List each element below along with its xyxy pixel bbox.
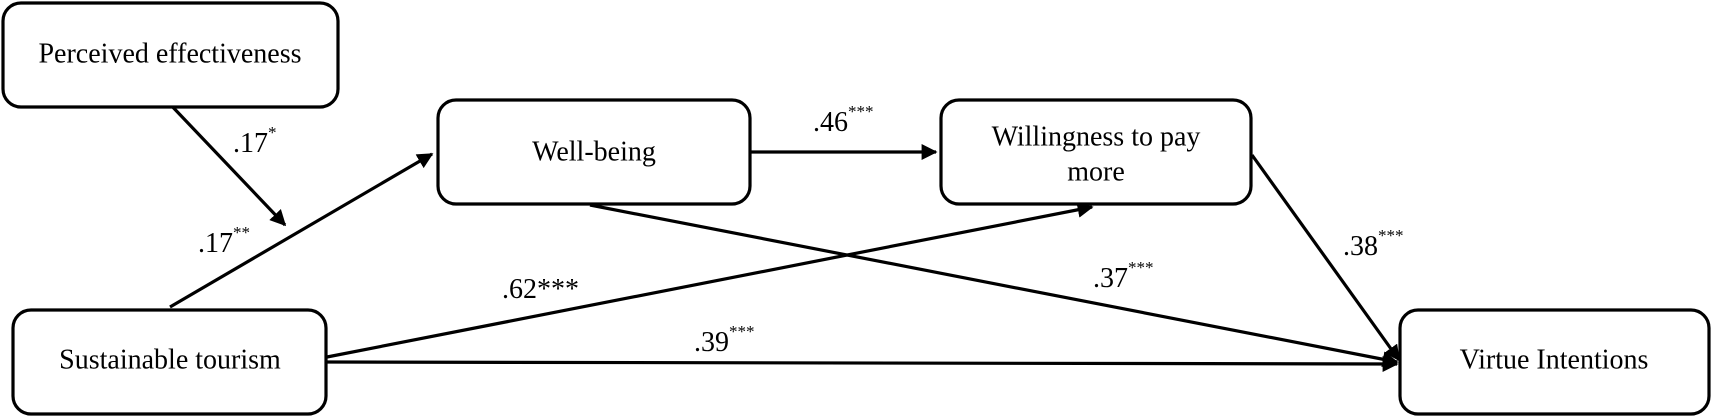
edge-sustainable-tourism-to-well-being xyxy=(169,152,434,309)
coef-well-being-to-willingness: .46*** xyxy=(813,102,874,138)
edge-perceived-effectiveness-to-path xyxy=(165,99,287,227)
node-well-being: Well-being xyxy=(436,98,752,206)
node-willingness-to-pay-more: Willingness to pay more xyxy=(939,98,1253,206)
node-perceived-effectiveness: Perceived effectiveness xyxy=(1,1,340,109)
node-virtue-intentions: Virtue Intentions xyxy=(1398,308,1711,416)
edge-willingness-to-virtue-intentions xyxy=(1250,154,1401,362)
edge-sustainable-tourism-to-willingness xyxy=(326,201,1094,359)
node-label: Virtue Intentions xyxy=(1460,344,1649,375)
node-label: Perceived effectiveness xyxy=(38,38,301,69)
coef-well-being-to-virtue-intentions: .37*** xyxy=(1093,258,1154,294)
coef-sustainable-tourism-to-virtue-intentions: .39*** xyxy=(694,322,755,358)
edge-sustainable-tourism-to-virtue-intentions xyxy=(326,355,1399,372)
node-sustainable-tourism: Sustainable tourism xyxy=(11,308,328,416)
node-label-line1: Willingness to pay xyxy=(992,121,1201,152)
coef-perceived-effectiveness: .17* xyxy=(233,123,277,159)
coef-willingness-to-virtue-intentions: .38*** xyxy=(1343,226,1404,262)
coef-sustainable-tourism-to-willingness: .62*** xyxy=(502,274,579,305)
node-label-line2: more xyxy=(1067,156,1125,187)
node-label: Well-being xyxy=(532,136,656,167)
node-label: Sustainable tourism xyxy=(59,344,281,375)
coef-sustainable-tourism-to-well-being: .17** xyxy=(198,223,250,259)
edge-well-being-to-virtue-intentions xyxy=(589,203,1399,368)
